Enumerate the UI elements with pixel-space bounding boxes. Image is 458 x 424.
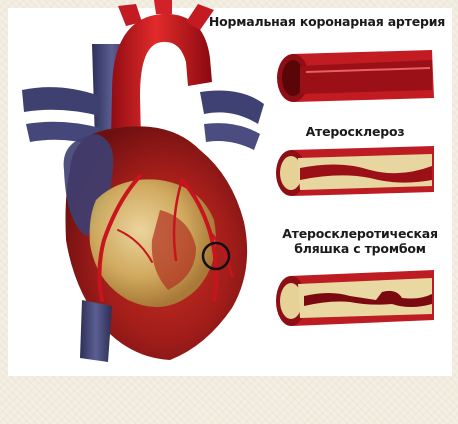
label-atherosclerosis: Атеросклероз <box>290 124 420 139</box>
label-normal-artery: Нормальная коронарная артерия <box>196 14 458 29</box>
pulmonary-artery <box>200 91 264 125</box>
artery-normal <box>277 50 434 102</box>
label-plaque-with-thrombus: Атеросклеротическая бляшка с тромбом <box>262 226 458 256</box>
pulmonary-artery-2 <box>204 123 260 150</box>
inferior-vena-cava <box>80 300 112 362</box>
pulmonary-vein-left <box>22 87 100 116</box>
artery-atherosclerosis <box>276 146 434 196</box>
label-plaque-line2: бляшка с тромбом <box>262 241 458 256</box>
artery-plaque-thrombus <box>276 270 434 326</box>
label-plaque-line1: Атеросклеротическая <box>262 226 458 241</box>
